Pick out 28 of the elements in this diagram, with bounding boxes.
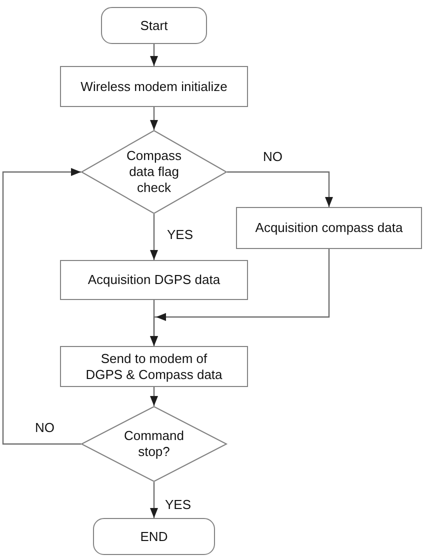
- terminal-box: [101, 7, 207, 44]
- edge-label: YES: [164, 497, 192, 512]
- step-label: Send to modem of DGPS & Compass data: [84, 350, 224, 382]
- arrow: [150, 107, 158, 130]
- process-box: [60, 66, 248, 107]
- arrow: [150, 214, 158, 260]
- step-label: Wireless modem initialize: [80, 78, 228, 94]
- arrow: [150, 387, 158, 406]
- process-box: [236, 207, 422, 249]
- process-box: [60, 346, 248, 387]
- terminal-box: [93, 518, 215, 555]
- arrow: [150, 482, 158, 518]
- edge-label: NO: [34, 420, 56, 435]
- decision-diamond: [81, 406, 227, 482]
- terminal-label: END: [140, 528, 168, 544]
- decision-diamond: [81, 130, 227, 214]
- step-label: Acquisition compass data: [255, 220, 403, 236]
- arrow: [150, 44, 158, 66]
- edge-label: NO: [262, 149, 284, 164]
- arrow: [2, 168, 81, 445]
- arrow: [227, 171, 333, 207]
- step-label: Acquisition DGPS data: [88, 272, 220, 288]
- decision-label: Command stop?: [123, 428, 185, 460]
- arrow: [150, 249, 330, 346]
- terminal-label: Start: [140, 18, 168, 34]
- edge-label: YES: [166, 227, 194, 242]
- decision-label: Compass data flag check: [126, 148, 182, 196]
- process-box: [60, 260, 248, 300]
